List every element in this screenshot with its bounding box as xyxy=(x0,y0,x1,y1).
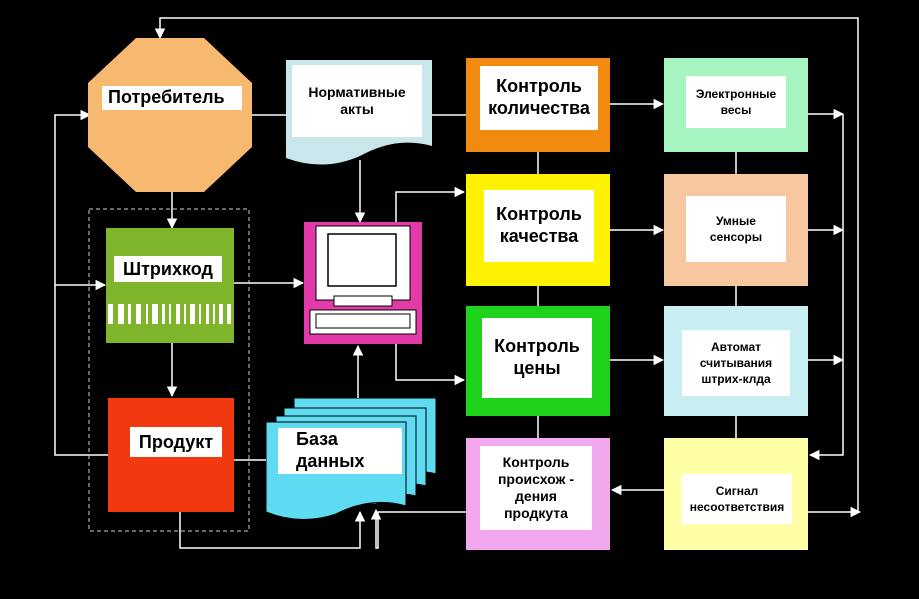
consumer-octagon[interactable] xyxy=(88,38,252,192)
price-control-label: Контроль цены xyxy=(482,318,592,398)
arrow-computer-price xyxy=(395,343,466,386)
computer-icon xyxy=(309,225,417,335)
barcode-stripes-icon xyxy=(108,304,231,324)
database-label: База данных xyxy=(278,428,402,474)
arrow-computer-quality xyxy=(395,186,466,222)
sensors-label: Умные сенсоры xyxy=(686,196,786,262)
arrow-right-signal xyxy=(808,114,844,461)
origin-control-label: Контроль происхож - дения продкута xyxy=(480,446,592,530)
arrow-feedback-to-consumer xyxy=(154,17,859,512)
normative-acts-label: Нормативные акты xyxy=(292,65,422,137)
barcode-label: Штрихкод xyxy=(114,256,222,282)
barcode-product-group-border xyxy=(88,208,250,532)
arrow-origin-database xyxy=(370,508,466,549)
arrow-product-database xyxy=(179,510,366,549)
quality-control-label: Контроль качества xyxy=(484,190,594,262)
signal-label: Сигнал несоответствия xyxy=(682,474,792,524)
qty-control-label: Контроль количества xyxy=(480,66,598,130)
product-label: Продукт xyxy=(130,427,222,457)
consumer-label: Потребитель xyxy=(102,86,242,110)
barcode-box[interactable] xyxy=(106,228,234,343)
scales-label: Электронные весы xyxy=(686,76,786,128)
consumer-shape xyxy=(88,38,252,192)
reader-label: Автомат считывания штрих-клда xyxy=(682,330,790,396)
